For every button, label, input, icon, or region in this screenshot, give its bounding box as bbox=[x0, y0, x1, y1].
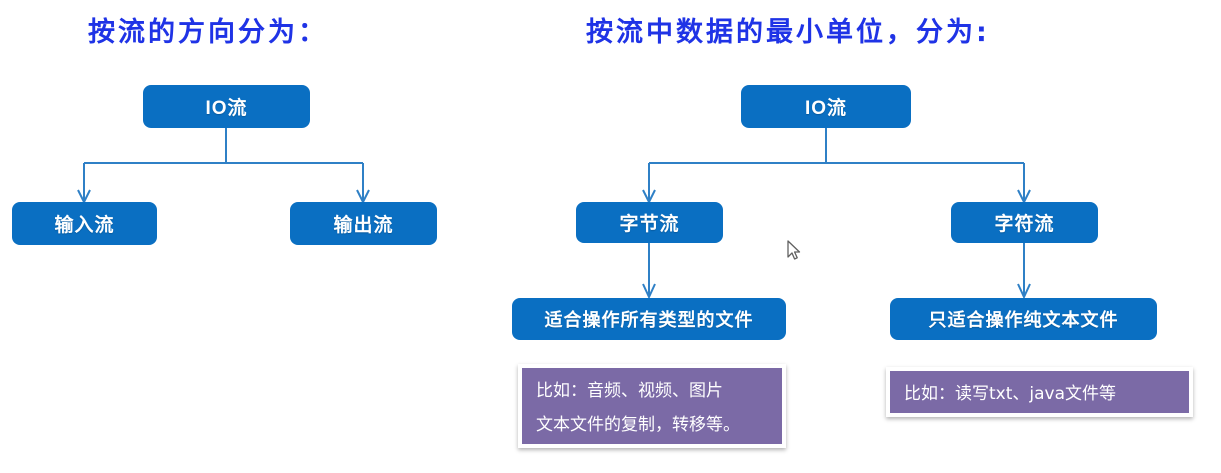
node-label: 字节流 bbox=[619, 214, 680, 235]
mouse-pointer-icon bbox=[787, 240, 801, 260]
section-title-by-data-unit: 按流中数据的最小单位，分为: bbox=[586, 17, 990, 48]
node-label: IO流 bbox=[205, 98, 248, 119]
arrowhead-byte-leaf bbox=[642, 283, 656, 300]
arrowhead-left-in bbox=[77, 189, 91, 205]
node-label: 字符流 bbox=[994, 214, 1055, 235]
arrowhead-right-char bbox=[1017, 189, 1031, 205]
section-title-by-direction: 按流的方向分为： bbox=[88, 17, 328, 48]
node-label: 适合操作所有类型的文件 bbox=[544, 310, 754, 330]
node-byte-stream-usage[interactable]: 适合操作所有类型的文件 bbox=[512, 298, 786, 340]
node-io-stream-left[interactable]: IO流 bbox=[143, 85, 310, 128]
node-label: 输出流 bbox=[333, 215, 394, 236]
node-character-stream-usage[interactable]: 只适合操作纯文本文件 bbox=[890, 298, 1157, 340]
note-line-2: 文本文件的复制，转移等。 bbox=[536, 415, 740, 435]
node-byte-stream[interactable]: 字节流 bbox=[576, 202, 723, 243]
node-label: 只适合操作纯文本文件 bbox=[928, 310, 1119, 330]
note-byte-stream-examples: 比如：音频、视频、图片 文本文件的复制，转移等。 bbox=[518, 364, 786, 448]
node-label: IO流 bbox=[804, 98, 848, 119]
node-character-stream[interactable]: 字符流 bbox=[951, 202, 1098, 243]
cursor-arrow-shape bbox=[787, 240, 801, 260]
node-label: 输入流 bbox=[54, 215, 115, 236]
note-line-1: 比如：读写txt、java文件等 bbox=[904, 384, 1117, 404]
node-io-stream-right[interactable]: IO流 bbox=[741, 85, 911, 128]
arrowhead-left-out bbox=[356, 189, 370, 205]
node-input-stream[interactable]: 输入流 bbox=[12, 202, 157, 245]
arrowhead-right-byte bbox=[642, 189, 656, 205]
arrowhead-char-leaf bbox=[1017, 283, 1031, 300]
note-character-stream-examples: 比如：读写txt、java文件等 bbox=[886, 367, 1193, 417]
node-output-stream[interactable]: 输出流 bbox=[290, 202, 437, 245]
note-line-1: 比如：音频、视频、图片 bbox=[536, 381, 723, 401]
